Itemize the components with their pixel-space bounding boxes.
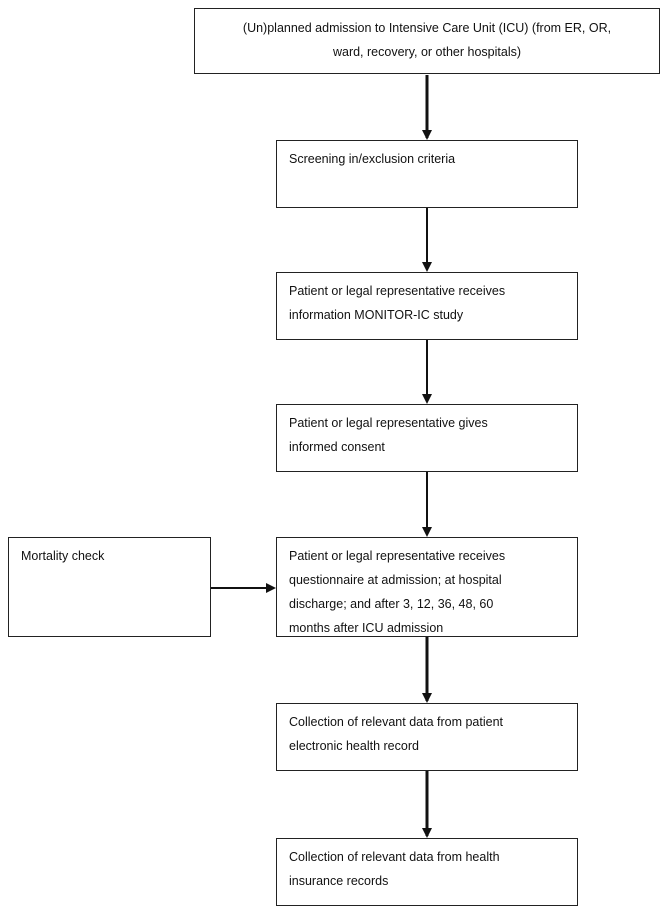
consent-box: Patient or legal representative gives in…	[276, 404, 578, 472]
screening-box: Screening in/exclusion criteria	[276, 140, 578, 208]
admission-text: (Un)planned admission to Intensive Care …	[242, 21, 612, 59]
ehr-data-box: Collection of relevant data from patient…	[276, 703, 578, 771]
mortality-check-text: Mortality check	[21, 549, 105, 563]
consent-text: Patient or legal representative gives in…	[289, 416, 488, 454]
screening-text: Screening in/exclusion criteria	[289, 152, 456, 166]
questionnaire-text: Patient or legal representative receives…	[289, 549, 506, 635]
mortality-check-box: Mortality check	[8, 537, 211, 637]
insurance-data-box: Collection of relevant data from health …	[276, 838, 578, 906]
admission-box: (Un)planned admission to Intensive Care …	[194, 8, 660, 74]
ehr-data-text: Collection of relevant data from patient…	[289, 715, 504, 753]
information-box: Patient or legal representative receives…	[276, 272, 578, 340]
insurance-data-text: Collection of relevant data from health …	[289, 850, 500, 888]
information-text: Patient or legal representative receives…	[289, 284, 506, 322]
questionnaire-box: Patient or legal representative receives…	[276, 537, 578, 637]
